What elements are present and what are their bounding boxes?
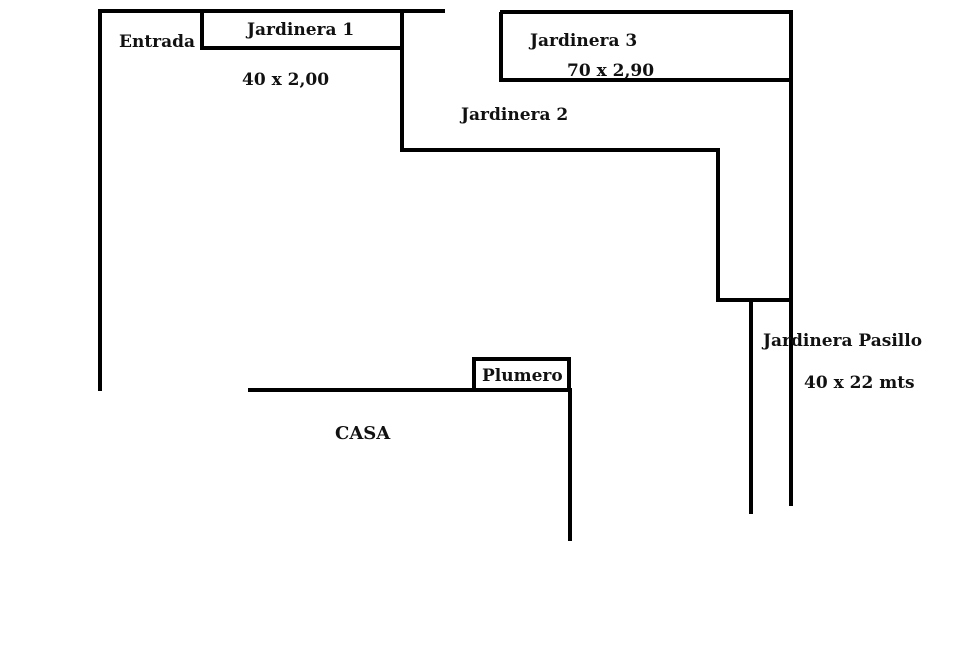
walls — [98, 9, 793, 541]
jardinera3-label: Jardinera 3 — [528, 31, 637, 51]
entrada-label: Entrada — [119, 32, 195, 52]
plumero-box — [472, 357, 571, 392]
pasillo-label: Jardinera Pasillo — [761, 331, 922, 351]
jardinera1-label: Jardinera 1 — [245, 20, 354, 40]
plumero-label: Plumero — [482, 366, 563, 386]
jardinera1-size-label: 40 x 2,00 — [242, 70, 329, 90]
jardinera3-size-label: 70 x 2,90 — [567, 61, 654, 81]
casa-label: CASA — [335, 423, 391, 444]
jardinera2-label: Jardinera 2 — [459, 105, 568, 125]
pasillo-size-label: 40 x 22 mts — [804, 373, 915, 393]
